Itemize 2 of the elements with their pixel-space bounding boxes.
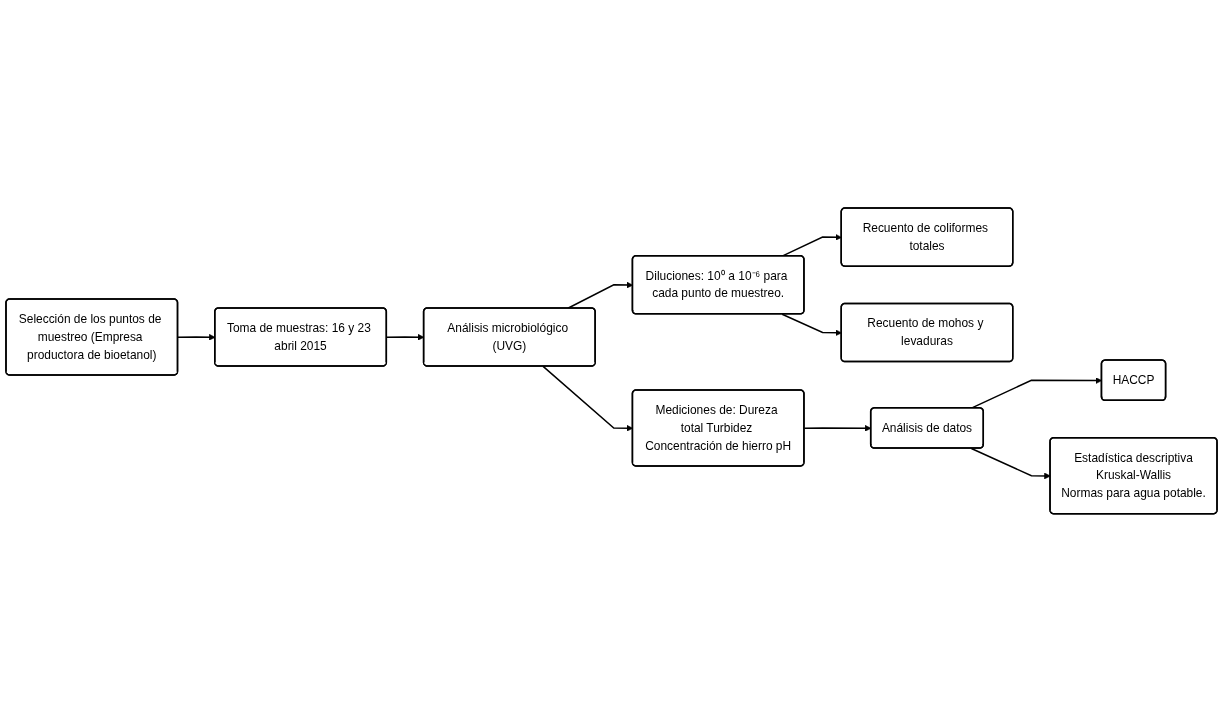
arrow [970,447,1051,479]
arrow [781,313,842,336]
